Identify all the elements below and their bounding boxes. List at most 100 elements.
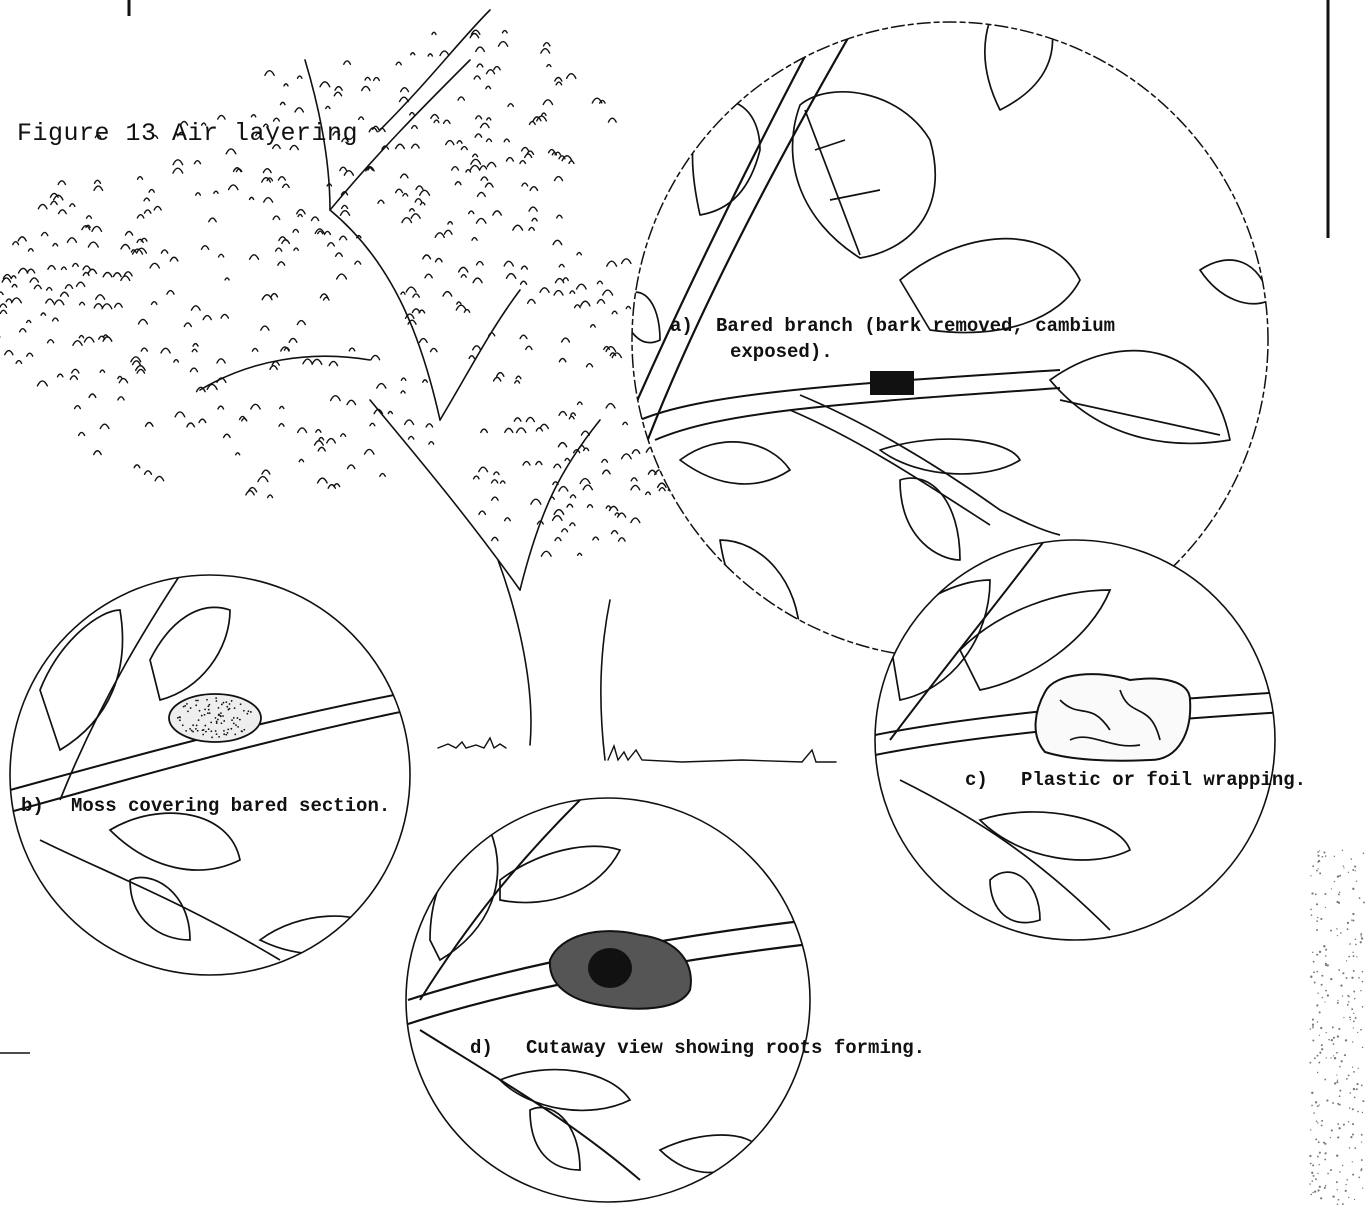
foliage-mark [170,257,178,261]
speckle-dot [1347,1004,1349,1006]
foliage-mark [16,361,22,364]
speckle-dot [1359,897,1361,899]
moss-dot [221,722,223,724]
foliage-mark [80,302,85,304]
foliage-mark [523,462,530,465]
foliage-mark [12,298,22,303]
foliage-mark [167,291,174,295]
foliage-mark [94,186,103,190]
caption-c-text: Plastic or foil wrapping. [1021,769,1306,791]
foliage-mark [174,360,179,362]
foliage-mark [555,538,561,541]
foliage-mark [646,492,651,494]
foliage-mark [344,171,353,176]
foliage-mark [297,210,305,214]
foliage-mark [89,394,96,397]
speckle-dot [1340,932,1342,934]
speckle-dot [1312,952,1313,953]
foliage-mark [12,285,17,287]
foliage-mark [432,32,436,34]
speckle-dot [1337,1189,1338,1190]
speckle-dot [1331,1039,1333,1041]
foliage-mark [457,302,461,304]
speckle-dot [1348,1121,1350,1123]
foliage-mark [250,255,259,259]
foliage-mark [536,462,542,465]
foliage-mark [403,194,408,196]
speckle-dot [1324,1159,1326,1161]
foliage-mark [161,348,170,353]
caption-b-key: b) [21,797,71,816]
foliage-mark [225,278,229,280]
moss-dot [248,710,250,712]
speckle-dot [1338,1028,1340,1030]
speckle-dot [1311,1105,1313,1107]
moss-dot [205,731,207,733]
speckle-dot [1337,1035,1339,1037]
moss-dot [208,709,210,711]
foliage-mark [476,116,482,119]
foil-wrapping [1036,674,1191,761]
foliage-mark [631,478,637,481]
speckle-dot [1330,1169,1332,1171]
foliage-mark [608,118,616,122]
foliage-mark [623,422,628,424]
foliage-mark [0,292,3,294]
speckle-dot [1334,1082,1336,1084]
speckle-dot [1343,1017,1344,1018]
speckle-dot [1339,1095,1341,1097]
foliage-mark [344,61,351,64]
speckle-dot [1336,1052,1338,1054]
foliage-mark [61,267,66,269]
speckle-dot [1311,1092,1313,1094]
speckle-dot [1336,1074,1337,1075]
foliage-mark [565,458,569,460]
foliage-mark [477,262,484,265]
speckle-dot [1309,1183,1311,1185]
speckle-dot [1346,1179,1348,1181]
moss-dot [216,733,218,735]
foliage-mark [470,165,480,170]
moss-dot [192,724,194,726]
foliage-mark [42,232,48,235]
foliage-mark [434,120,439,122]
speckle-dot [1334,1057,1336,1059]
foliage-mark [412,144,420,148]
foliage-mark [552,153,556,155]
moss-dot [243,710,245,712]
speckle-dot [1330,978,1332,980]
speckle-dot [1330,1057,1331,1058]
foliage-mark [251,404,260,409]
foliage-mark [631,485,640,489]
speckle-dot [1361,1168,1363,1170]
speckle-dot [1334,856,1335,857]
speckle-dot [1352,1067,1353,1068]
moss-dot [230,728,232,730]
foliage-mark [278,177,285,180]
speckle-dot [1312,1027,1313,1028]
speckle-dot [1337,1103,1339,1105]
caption-d-key: d) [470,1039,526,1058]
foliage-mark [284,348,289,350]
foliage-mark [659,488,665,491]
speckle-dot [1319,850,1320,851]
foliage-mark [46,299,54,303]
foliage-mark [246,491,254,495]
foliage-mark [554,291,563,295]
foliage-mark [405,420,414,424]
moss-dot [210,730,212,732]
speckle-dot [1350,858,1352,860]
foliage-mark [374,78,380,81]
speckle-dot [1327,994,1329,996]
speckle-dot [1317,1156,1319,1158]
speckle-dot [1319,951,1321,953]
foliage-mark [501,481,505,483]
speckle-dot [1327,964,1329,966]
speckle-dot [1353,1071,1355,1073]
speckle-dot [1337,1136,1339,1138]
foliage-mark [472,238,477,241]
speckle-dot [1333,1055,1334,1056]
foliage-mark [270,366,277,370]
foliage-mark [51,201,57,204]
foliage-mark [502,31,507,33]
